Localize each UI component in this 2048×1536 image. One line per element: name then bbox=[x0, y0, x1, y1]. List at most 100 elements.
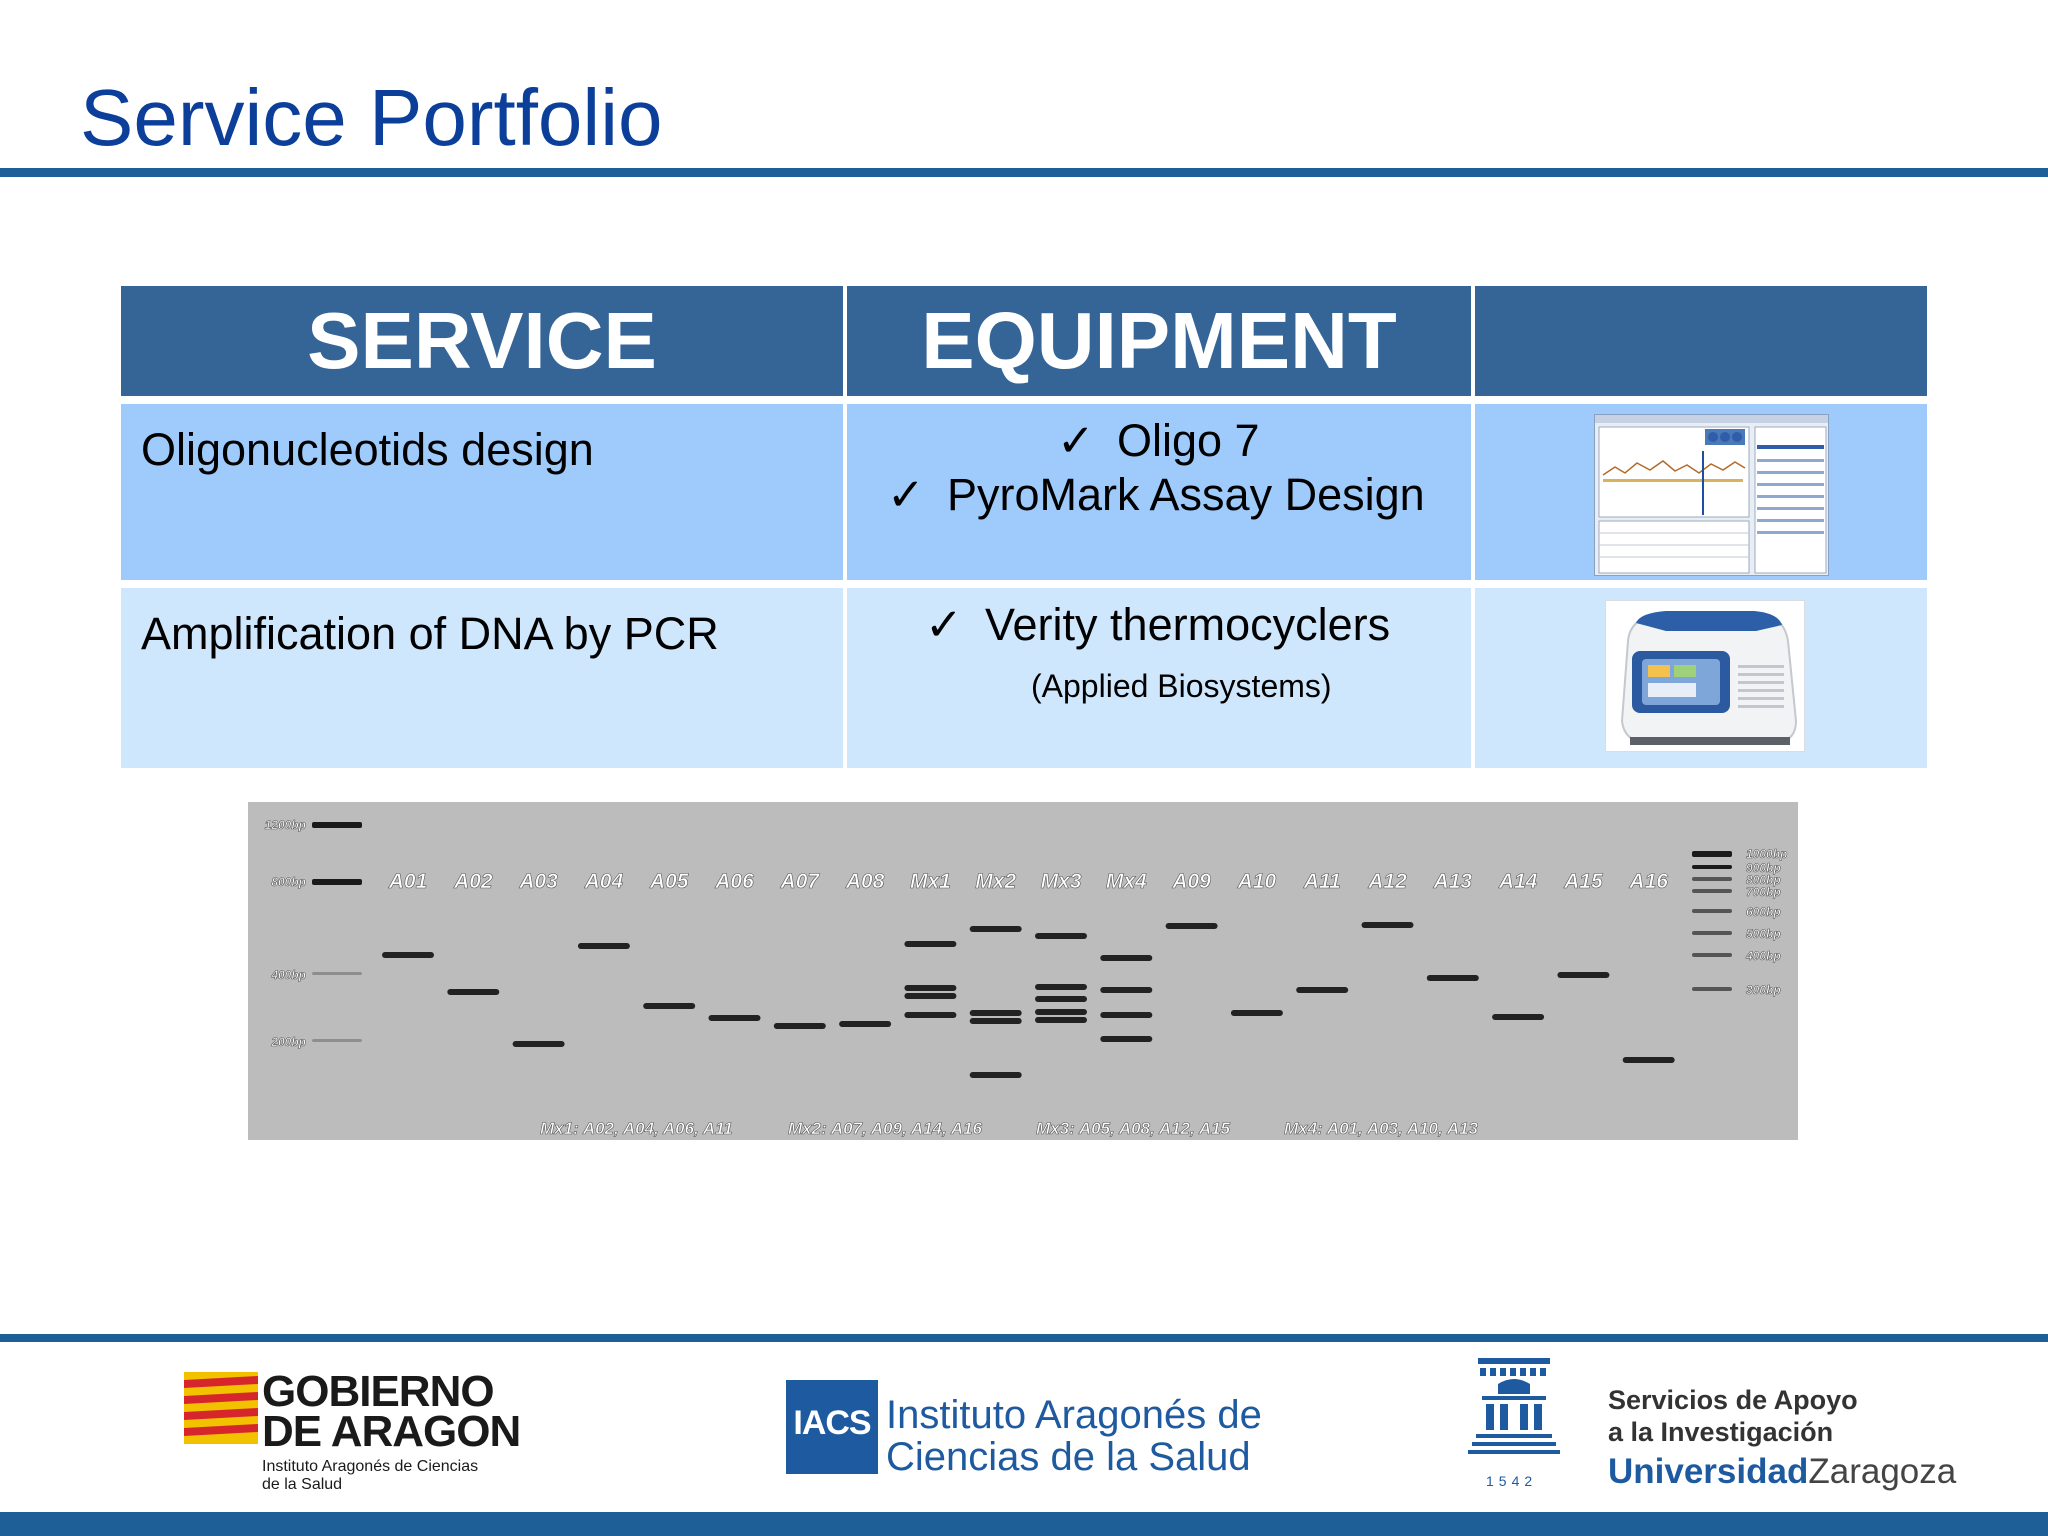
gel-band bbox=[1361, 922, 1414, 928]
gel-band bbox=[1100, 1012, 1153, 1018]
lane-label: A14 bbox=[1498, 870, 1538, 893]
gel-band bbox=[1035, 996, 1087, 1002]
lane-label: Mx3 bbox=[1041, 870, 1082, 893]
gel-band bbox=[1492, 1014, 1545, 1020]
ladder-right-label: 700bp bbox=[1746, 885, 1781, 899]
ladder-right-band bbox=[1692, 865, 1732, 869]
ladder-left-band bbox=[312, 822, 362, 828]
gel-band bbox=[708, 1015, 761, 1021]
mix-caption: Mx1: A02, A04, A06, A11 bbox=[540, 1119, 733, 1138]
service-table: SERVICE EQUIPMENT Oligonucleotids design… bbox=[121, 286, 1927, 768]
row2-equipment-item-1: ✓Verity thermocyclers bbox=[925, 599, 1391, 650]
ladder-left-label: 200bp bbox=[270, 1035, 306, 1049]
gel-band bbox=[512, 1041, 565, 1047]
ladder-right-label: 800bp bbox=[1746, 873, 1781, 887]
lane-label: Mx4 bbox=[1106, 870, 1147, 893]
ladder-right-band bbox=[1692, 987, 1732, 991]
unizar-service-name: Servicios de Apoyo a la Investigación bbox=[1608, 1385, 1858, 1447]
ladder-left-label: 400bp bbox=[270, 968, 306, 982]
header-equipment: EQUIPMENT bbox=[847, 286, 1471, 396]
row1-service-cell: Oligonucleotids design bbox=[121, 404, 843, 580]
gel-background bbox=[248, 802, 1798, 1140]
lane-label: A05 bbox=[649, 870, 689, 893]
gel-band bbox=[1165, 923, 1218, 929]
gel-band bbox=[1426, 975, 1479, 981]
iacs-logo bbox=[786, 1380, 878, 1474]
header-image bbox=[1475, 286, 1927, 396]
ladder-right-label: 600bp bbox=[1746, 905, 1781, 919]
ladder-right-label: 500bp bbox=[1746, 927, 1781, 941]
row2-service-cell: Amplification of DNA by PCR bbox=[121, 588, 843, 768]
gel-band bbox=[1557, 972, 1610, 978]
gel-band bbox=[1100, 987, 1153, 993]
gobierno-aragon-subtitle: Instituto Aragonés de Ciencias de la Sal… bbox=[262, 1458, 479, 1493]
lane-label: A07 bbox=[780, 870, 821, 893]
slide-title: Service Portfolio bbox=[80, 73, 663, 162]
gel-band bbox=[1035, 933, 1087, 939]
ladder-right-label: 400bp bbox=[1745, 949, 1781, 963]
gel-electrophoresis-image: 1200bp 800bp 400bp 200bp A01 A02 A03 A04 A05 A06 A… bbox=[248, 802, 1798, 1140]
row1-equipment-cell: ✓Oligo 7 ✓PyroMark Assay Design bbox=[847, 404, 1471, 580]
software-screenshot-image bbox=[1594, 414, 1829, 576]
check-icon: ✓ bbox=[887, 469, 925, 520]
ladder-right-label: 900bp bbox=[1746, 861, 1781, 875]
lane-label: A06 bbox=[714, 870, 754, 893]
row2-equipment-cell: ✓Verity thermocyclers (Applied Biosystem… bbox=[847, 588, 1471, 768]
gel-band bbox=[904, 1012, 957, 1018]
ladder-right-band bbox=[1692, 877, 1732, 881]
unizar-building-icon bbox=[1468, 1354, 1560, 1472]
lane-label: A03 bbox=[518, 870, 558, 893]
lane-label: A08 bbox=[845, 870, 885, 893]
ladder-right-band bbox=[1692, 909, 1732, 913]
gel-band bbox=[577, 943, 630, 949]
ladder-right-band bbox=[1692, 851, 1732, 857]
gel-band bbox=[904, 985, 957, 991]
lane-label: A13 bbox=[1433, 870, 1473, 893]
gel-band bbox=[1100, 955, 1153, 961]
gel-band bbox=[773, 1023, 826, 1029]
ladder-left-label: 1200bp bbox=[265, 818, 306, 832]
mix-caption: Mx4: A01, A03, A10, A13 bbox=[1284, 1119, 1479, 1138]
gel-band bbox=[1100, 1036, 1153, 1042]
gel-band bbox=[969, 1072, 1022, 1078]
title-divider bbox=[0, 168, 2048, 177]
footer-divider bbox=[0, 1334, 2048, 1342]
lane-label: A12 bbox=[1367, 870, 1407, 893]
gobierno-aragon-name: GOBIERNO DE ARAGON bbox=[262, 1367, 521, 1456]
gel-band bbox=[904, 941, 957, 947]
lane-label: A11 bbox=[1303, 870, 1341, 893]
gel-band bbox=[839, 1021, 892, 1027]
header-service: SERVICE bbox=[121, 286, 843, 396]
lane-label: A02 bbox=[453, 870, 493, 893]
gel-band bbox=[382, 952, 434, 958]
gel-band bbox=[1035, 1017, 1087, 1023]
row1-equipment-item-2: ✓PyroMark Assay Design bbox=[887, 469, 1425, 520]
unizar-name: UniversidadZaragoza bbox=[1608, 1452, 1957, 1491]
lane-label: A01 bbox=[388, 870, 428, 893]
lane-label: A15 bbox=[1563, 870, 1603, 893]
ladder-left-band bbox=[312, 1039, 362, 1042]
gel-band bbox=[969, 1010, 1022, 1016]
gel-band bbox=[643, 1003, 696, 1009]
iacs-name: Instituto Aragonés de Ciencias de la Sal… bbox=[886, 1393, 1262, 1479]
gel-band bbox=[1035, 984, 1087, 990]
ladder-right-band bbox=[1692, 931, 1732, 935]
gel-band bbox=[1035, 1009, 1087, 1015]
ladder-right-label: 300bp bbox=[1746, 983, 1781, 997]
ladder-left-band bbox=[312, 879, 362, 885]
iacs-logo-text: IACS bbox=[793, 1404, 871, 1442]
lane-label: A09 bbox=[1171, 870, 1211, 893]
lane-label: Mx2 bbox=[975, 870, 1016, 893]
lane-label: A04 bbox=[584, 870, 624, 893]
gel-band bbox=[904, 993, 957, 999]
check-icon: ✓ bbox=[925, 599, 963, 650]
row2-equipment-note: (Applied Biosystems) bbox=[1031, 668, 1332, 704]
gel-band bbox=[1622, 1057, 1675, 1063]
lane-label: Mx1 bbox=[910, 870, 951, 893]
row1-equipment-item-1: ✓Oligo 7 bbox=[1057, 415, 1260, 466]
footer-bar bbox=[0, 1512, 2048, 1536]
thermocycler-image bbox=[1605, 600, 1805, 752]
unizar-year: 1542 bbox=[1486, 1473, 1538, 1489]
mix-caption: Mx3: A05, A08, A12, A15 bbox=[1036, 1119, 1231, 1138]
ladder-right-band bbox=[1692, 953, 1732, 957]
